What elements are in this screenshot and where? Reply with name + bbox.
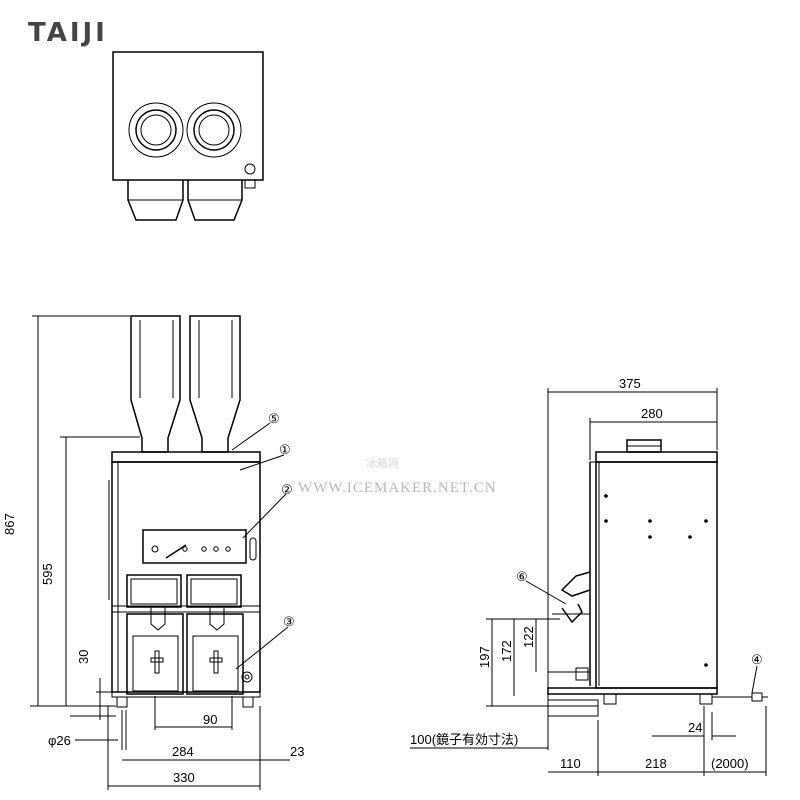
dim-122: 122: [521, 626, 536, 648]
dim-foot-dia: φ26: [48, 733, 71, 748]
callout-2: ②: [281, 482, 293, 497]
dim-23: 23: [290, 744, 304, 759]
dim-280: 280: [641, 406, 663, 421]
top-view: [112, 51, 264, 221]
side-view: [410, 388, 768, 776]
dim-375: 375: [619, 376, 641, 391]
dim-90: 90: [203, 712, 217, 727]
dim-30: 30: [76, 650, 91, 664]
callout-6: ⑥: [516, 569, 528, 584]
dim-595: 595: [40, 563, 55, 585]
dim-330: 330: [173, 770, 195, 785]
dim-2000: (2000): [711, 756, 749, 771]
watermark-url: WWW.ICEMAKER.NET.CN: [298, 480, 497, 496]
watermark-cn: 冰箱网: [366, 457, 399, 470]
dim-218: 218: [645, 756, 667, 771]
dim-867: 867: [2, 513, 17, 535]
dim-197: 197: [477, 646, 492, 668]
dim-172: 172: [499, 640, 514, 662]
dim-284: 284: [172, 744, 194, 759]
dim-24: 24: [688, 720, 702, 735]
callout-5: ⑤: [268, 411, 280, 426]
cord-note: 100(鏡子有効寸法): [410, 732, 518, 747]
callout-4: ④: [751, 652, 763, 667]
callout-1: ①: [279, 442, 291, 457]
dim-110: 110: [560, 756, 581, 771]
brand-logo: TAIJI: [28, 18, 108, 48]
front-view: [30, 315, 290, 790]
callout-3: ③: [283, 614, 295, 629]
